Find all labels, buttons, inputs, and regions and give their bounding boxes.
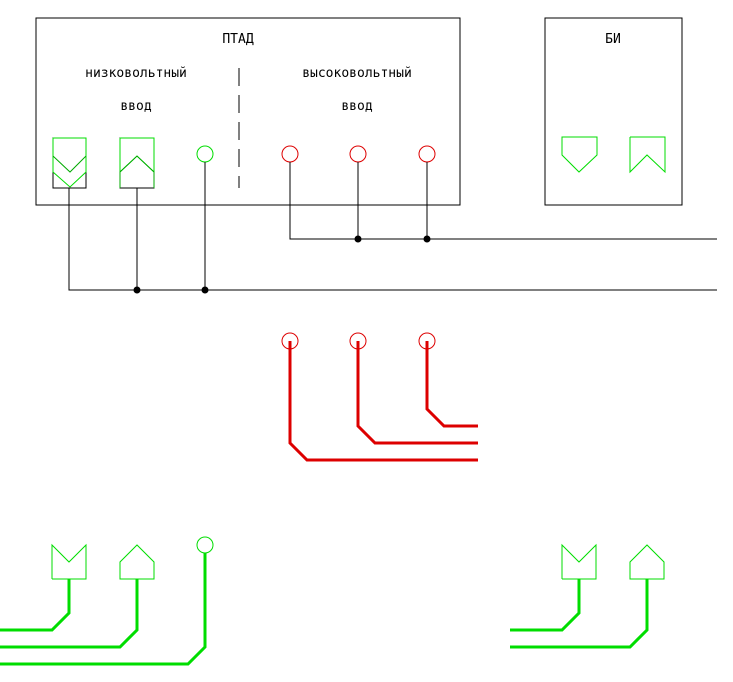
lv-junction-2 — [201, 286, 209, 294]
hv-cable-3 — [425, 341, 478, 428]
bi-cable-1 — [510, 579, 581, 632]
bi-title: БИ — [605, 32, 621, 47]
lv-cable-3 — [0, 553, 207, 666]
low-voltage-label-2: ввод — [120, 99, 151, 114]
ptad-hv-terminal-1 — [281, 145, 299, 163]
hv-cable-2 — [356, 341, 478, 445]
lv-bus-wire — [68, 188, 717, 291]
lv-cable-2 — [0, 579, 139, 649]
bi-block — [544, 17, 683, 206]
ptad-ground-terminal — [196, 145, 214, 163]
lv-junction-1 — [133, 286, 141, 294]
hv-junction-2 — [423, 235, 431, 243]
lv-cable-connector-2 — [119, 544, 155, 580]
bi-cable-connector-1 — [561, 543, 597, 580]
bi-plug-connector — [561, 136, 598, 173]
lv-cable-connector-1 — [51, 543, 87, 580]
lv-cable-ground-terminal — [196, 536, 214, 554]
ptad-block — [35, 17, 461, 206]
lv-cable-1 — [0, 579, 71, 632]
hv-cable-1 — [288, 341, 478, 462]
hv-bus-wire — [289, 162, 717, 240]
low-voltage-label-1: низковольтный — [85, 66, 187, 81]
bi-cable-connector-2 — [629, 544, 665, 580]
ptad-hv-terminal-3 — [418, 145, 436, 163]
hv-junction-1 — [354, 235, 362, 243]
ptad-title: ПТАД — [222, 32, 253, 47]
ptad-socket-connector — [119, 137, 155, 189]
ptad-plug-connector — [52, 137, 87, 189]
bi-socket-connector — [629, 136, 666, 174]
high-voltage-label-2: ввод — [341, 99, 372, 114]
bi-cable-2 — [510, 579, 649, 649]
high-voltage-label-1: высоковольтный — [302, 66, 412, 81]
ptad-hv-terminal-2 — [349, 145, 367, 163]
